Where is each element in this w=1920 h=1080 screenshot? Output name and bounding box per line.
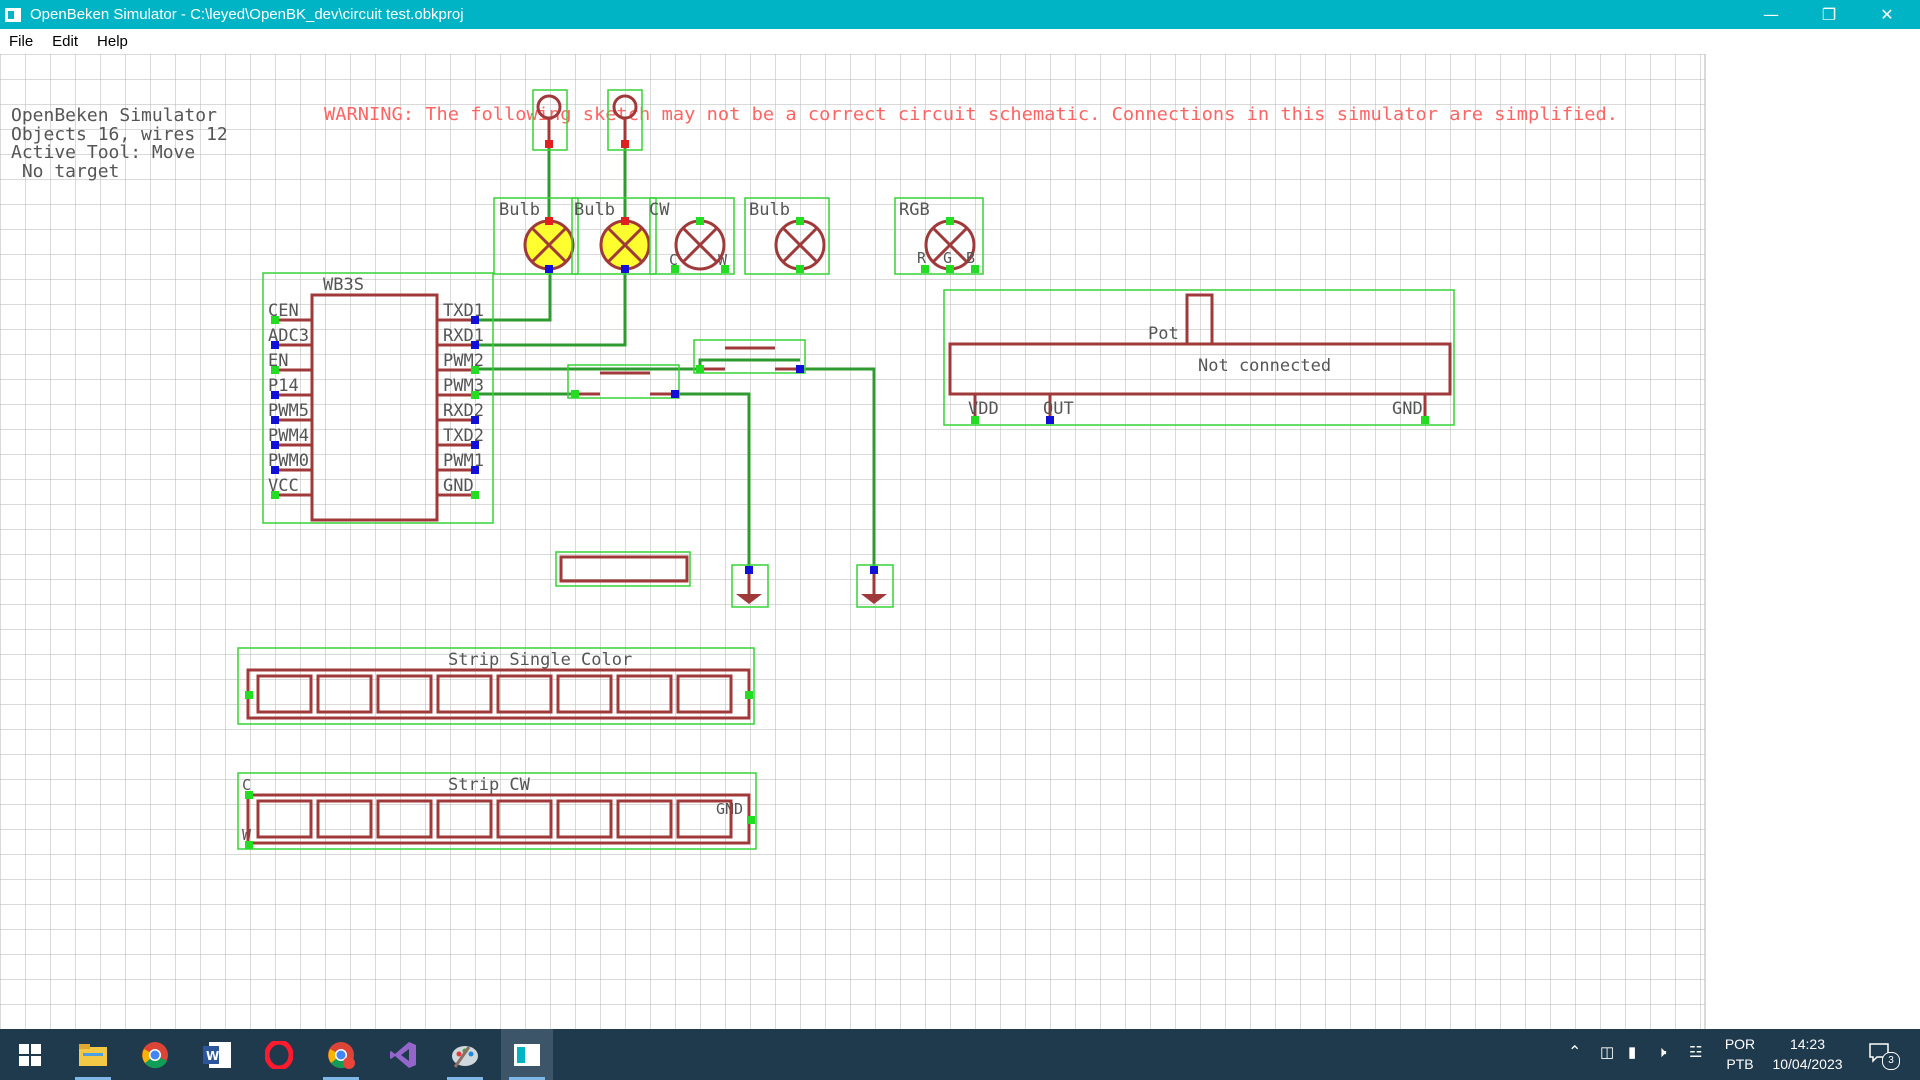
taskbar-opera[interactable]	[253, 1029, 305, 1080]
wire[interactable]	[475, 358, 800, 371]
bulb-1[interactable]: Bulb	[493, 197, 579, 275]
taskbar-openbeken-simulator[interactable]	[501, 1029, 553, 1080]
bulb-1-label: Bulb	[499, 200, 540, 220]
menu-edit[interactable]: Edit	[52, 33, 79, 50]
opera-icon	[265, 1040, 293, 1069]
title-bar: OpenBeken Simulator - C:\leyed\OpenBK_de…	[0, 0, 1920, 29]
grid-background	[0, 54, 1705, 1029]
start-icon	[19, 1043, 41, 1066]
rgb-label: RGB	[899, 200, 930, 220]
pin-gnd: GND	[443, 476, 474, 496]
wire[interactable]	[675, 392, 751, 570]
file-explorer-icon	[79, 1043, 107, 1066]
chrome-icon	[142, 1041, 168, 1068]
pot-status: Not connected	[1198, 356, 1331, 376]
tray-battery-icon[interactable]: ▮	[1628, 1044, 1637, 1061]
schematic-canvas[interactable]: OpenBeken Simulator Objects 16, wires 12…	[0, 54, 1920, 1029]
pot-pin-gnd: GND	[1392, 399, 1423, 419]
status-tool: Active Tool: Move	[11, 142, 195, 163]
paint-icon	[452, 1045, 478, 1068]
taskbar-visual-studio[interactable]	[377, 1029, 429, 1080]
svg-text:W: W	[206, 1049, 219, 1063]
wire[interactable]	[800, 367, 876, 570]
potentiometer[interactable]: Pot Not connected VDD OUT GND	[943, 289, 1455, 426]
button-horizontal-1[interactable]	[567, 364, 680, 399]
cw-label: CW	[649, 200, 670, 220]
small-component[interactable]	[555, 551, 691, 587]
tray-clock[interactable]: 14:23 10/04/2023	[1765, 1034, 1850, 1074]
pot-pin-vdd: VDD	[968, 399, 999, 419]
button-top-1[interactable]	[532, 89, 568, 151]
strip-single-label: Strip Single Color	[448, 650, 632, 670]
taskbar: W ⌃ ◫ ▮ 🕨 ☳	[0, 1029, 1920, 1080]
ground-1[interactable]	[731, 564, 769, 608]
pot-label: Pot	[1148, 324, 1179, 344]
button-horizontal-2[interactable]	[693, 339, 806, 374]
status-objects: Objects 16, wires 12	[11, 124, 228, 145]
taskbar-chrome[interactable]	[129, 1029, 181, 1080]
minimize-icon: —	[1763, 5, 1779, 24]
rgb-pin-g: G	[943, 249, 952, 267]
bulb-3-label: Bulb	[749, 200, 790, 220]
cw-bulb[interactable]: CW C W	[649, 197, 735, 275]
bulb-3[interactable]: Bulb	[744, 197, 830, 275]
notification-center-button[interactable]: 3	[1868, 1042, 1900, 1070]
schematic-svg[interactable]: OpenBeken Simulator Objects 16, wires 12…	[0, 54, 1920, 1029]
app-icon	[5, 7, 21, 22]
window-title: OpenBeken Simulator - C:\leyed\OpenBK_de…	[30, 6, 464, 23]
word-icon: W	[203, 1041, 231, 1068]
strip-cw-label: Strip CW	[448, 775, 531, 795]
strip-cw-pin-c: C	[242, 776, 251, 794]
tray-language[interactable]: POR PTB	[1722, 1034, 1758, 1074]
pot-pin-out: OUT	[1043, 399, 1074, 419]
language-code: POR	[1724, 1036, 1756, 1052]
rgb-bulb[interactable]: RGB R G B	[894, 197, 984, 275]
wires[interactable]	[475, 144, 876, 570]
tray-chevron-icon[interactable]: ⌃	[1568, 1044, 1582, 1061]
visual-studio-icon	[390, 1041, 416, 1068]
notification-count: 3	[1882, 1052, 1900, 1070]
rgb-pin-r: R	[917, 249, 927, 267]
taskbar-file-explorer[interactable]	[67, 1029, 119, 1080]
wire[interactable]	[475, 268, 552, 322]
taskbar-chrome-profile[interactable]	[315, 1029, 367, 1080]
strip-single-color[interactable]: Strip Single Color	[237, 647, 755, 725]
tray-volume-icon[interactable]: 🕨	[1657, 1044, 1667, 1061]
status-title: OpenBeken Simulator	[11, 105, 217, 126]
wb3s-chip[interactable]: WB3S CEN ADC3 EN P14 PWM5 PWM4 PWM0 VCC …	[262, 272, 494, 524]
chrome-profile-icon	[328, 1041, 355, 1069]
tray-device-icon[interactable]: ◫	[1600, 1044, 1615, 1061]
menu-help[interactable]: Help	[97, 33, 128, 50]
bulb-2-label: Bulb	[574, 200, 615, 220]
clock-date: 10/04/2023	[1772, 1056, 1843, 1072]
button-top-2[interactable]	[607, 89, 643, 151]
tray-wifi-icon[interactable]: ☳	[1689, 1044, 1703, 1061]
openbeken-simulator-icon	[514, 1043, 540, 1066]
status-target: No target	[11, 161, 119, 182]
cw-pin-w: W	[718, 251, 728, 269]
menu-file[interactable]: File	[9, 33, 34, 50]
wire[interactable]	[475, 268, 627, 347]
notifications-icon	[1869, 1043, 1889, 1063]
ground-2[interactable]	[856, 564, 894, 608]
cw-pin-c: C	[669, 251, 678, 269]
strip-cw[interactable]: Strip CW C W GND	[237, 772, 757, 850]
close-icon: ✕	[1880, 5, 1894, 24]
restore-icon: ❐	[1821, 5, 1837, 24]
start-button[interactable]	[4, 1029, 56, 1080]
chip-label: WB3S	[323, 275, 364, 295]
restore-button[interactable]: ❐	[1800, 0, 1858, 29]
minimize-button[interactable]: —	[1742, 0, 1800, 29]
taskbar-word[interactable]: W	[191, 1029, 243, 1080]
close-button[interactable]: ✕	[1858, 0, 1916, 29]
taskbar-paint[interactable]	[439, 1029, 491, 1080]
warning-text: WARNING: The following sketch may not be…	[324, 104, 1618, 125]
menu-bar: File Edit Help	[0, 29, 1920, 54]
clock-time: 14:23	[1789, 1036, 1826, 1052]
bulb-2[interactable]: Bulb	[571, 197, 657, 275]
rgb-pin-b: B	[966, 249, 975, 267]
keyboard-layout: PTB	[1726, 1056, 1754, 1072]
